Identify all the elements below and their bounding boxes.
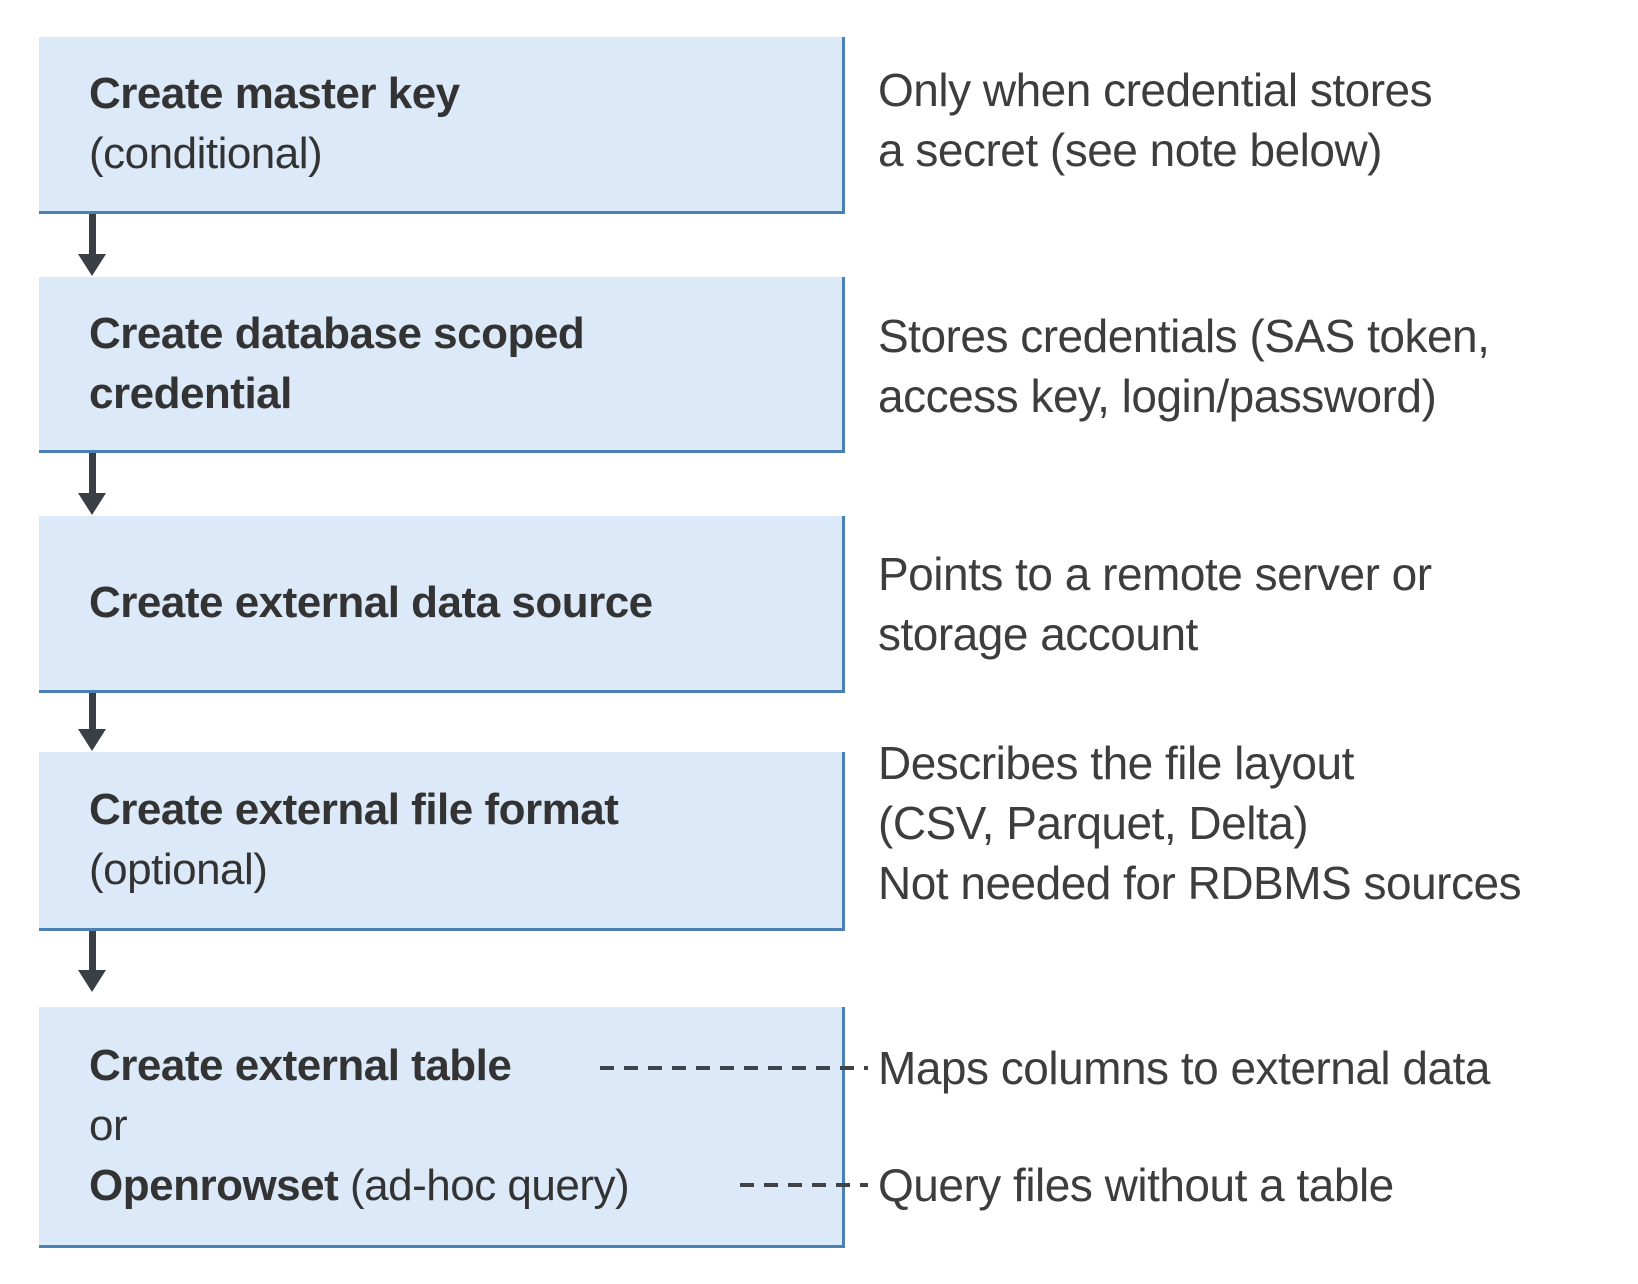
annotation-line: access key, login/password) [878, 370, 1437, 422]
step-title: Create database scoped [89, 308, 585, 358]
arrow-head-icon [78, 254, 106, 276]
annotation-line: Stores credentials (SAS token, [878, 310, 1490, 362]
dashed-connector-openrowset [740, 1183, 868, 1187]
flow-box-create-external-file-format: Create external file format (optional) [39, 752, 845, 931]
annotation-external-data-source: Points to a remote server or storage acc… [878, 544, 1432, 664]
arrow-head-icon [78, 970, 106, 992]
annotation-line: Describes the file layout [878, 737, 1354, 789]
flow-box-create-external-table-or-openrowset: Create external table or Openrowset (ad-… [39, 1007, 845, 1248]
arrow-head-icon [78, 493, 106, 515]
annotation-scoped-credential: Stores credentials (SAS token, access ke… [878, 306, 1490, 426]
flow-arrow-down-4 [78, 931, 106, 992]
step-title: Create external data source [89, 578, 653, 627]
annotation-line: Points to a remote server or [878, 548, 1432, 600]
flow-arrow-down-3 [78, 693, 106, 751]
flow-arrow-down-2 [78, 453, 106, 515]
arrow-head-icon [78, 729, 106, 751]
step-option-2-note: (ad-hoc query) [338, 1161, 630, 1210]
arrow-stem [88, 931, 96, 972]
annotation-external-table: Maps columns to external data [878, 1038, 1490, 1098]
step-title: Create master key [89, 69, 460, 118]
step-note: (optional) [89, 845, 268, 894]
flow-box-create-master-key: Create master key (conditional) [39, 37, 845, 214]
step-conjunction: or [89, 1101, 128, 1150]
annotation-line: Not needed for RDBMS sources [878, 857, 1522, 909]
arrow-stem [88, 453, 96, 495]
annotation-line: (CSV, Parquet, Delta) [878, 797, 1309, 849]
annotation-line: a secret (see note below) [878, 124, 1383, 176]
arrow-stem [88, 693, 96, 731]
annotation-external-file-format: Describes the file layout (CSV, Parquet,… [878, 733, 1522, 913]
flow-arrow-down-1 [78, 214, 106, 276]
annotation-openrowset: Query files without a table [878, 1155, 1394, 1215]
flow-box-create-database-scoped-credential: Create database scoped credential [39, 277, 845, 453]
annotation-line: storage account [878, 608, 1198, 660]
flow-box-create-external-data-source: Create external data source [39, 516, 845, 693]
step-title: credential [89, 368, 292, 418]
annotation-master-key: Only when credential stores a secret (se… [878, 60, 1433, 180]
step-note: (conditional) [89, 129, 323, 178]
annotation-line: Only when credential stores [878, 64, 1433, 116]
step-title: Create external file format [89, 785, 619, 834]
step-option-2-keyword: Openrowset [89, 1161, 339, 1210]
dashed-connector-external-table [600, 1066, 868, 1070]
arrow-stem [88, 214, 96, 256]
step-option-1: Create external table [89, 1041, 512, 1090]
annotation-line: Maps columns to external data [878, 1042, 1490, 1094]
annotation-line: Query files without a table [878, 1159, 1394, 1211]
step-option-2: Openrowset (ad-hoc query) [89, 1156, 822, 1216]
